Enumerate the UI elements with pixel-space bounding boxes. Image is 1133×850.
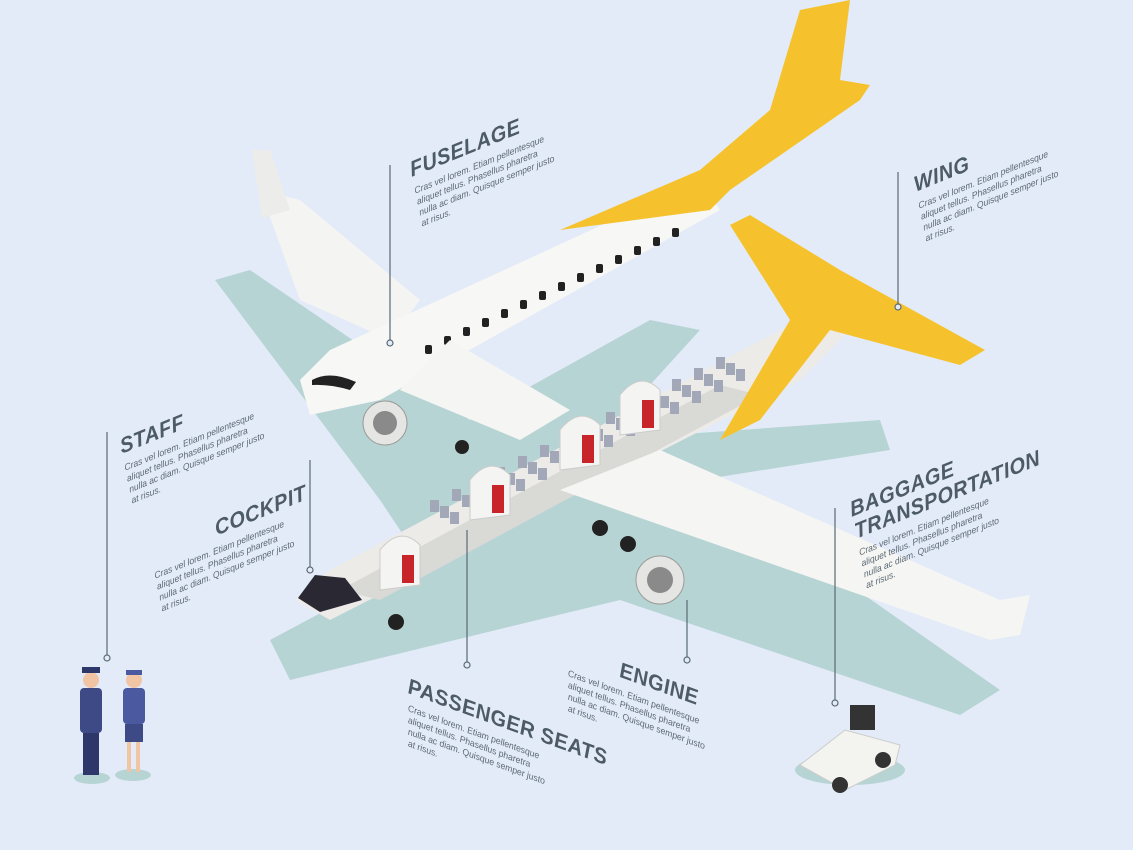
window bbox=[425, 345, 432, 354]
seat bbox=[714, 380, 723, 392]
leader-dot bbox=[894, 303, 902, 311]
window bbox=[501, 309, 508, 318]
window bbox=[520, 300, 527, 309]
engine-right-fan bbox=[647, 567, 673, 593]
leader-dot bbox=[386, 339, 394, 347]
upper-fuselage bbox=[300, 180, 720, 415]
leader-dot bbox=[306, 566, 314, 574]
partition-curtain bbox=[582, 435, 594, 463]
seat bbox=[518, 456, 527, 468]
seat bbox=[606, 412, 615, 424]
window bbox=[634, 246, 641, 255]
seat bbox=[516, 479, 525, 491]
tail-stabilizer bbox=[720, 215, 985, 440]
window bbox=[482, 318, 489, 327]
upper-fuselage-tail bbox=[560, 0, 870, 230]
seat bbox=[692, 391, 701, 403]
cockpit-nose bbox=[298, 575, 362, 612]
window bbox=[539, 291, 546, 300]
partition-curtain bbox=[492, 485, 504, 513]
staff-figures bbox=[74, 667, 151, 784]
seat bbox=[528, 462, 537, 474]
leader-dot bbox=[103, 654, 111, 662]
partition-curtain bbox=[642, 400, 654, 428]
seat bbox=[540, 445, 549, 457]
seat bbox=[672, 379, 681, 391]
seat bbox=[538, 468, 547, 480]
seat bbox=[660, 396, 669, 408]
seat bbox=[670, 402, 679, 414]
seat bbox=[430, 500, 439, 512]
cabin-floor bbox=[340, 385, 760, 600]
tail-fin-left bbox=[252, 150, 290, 218]
seat bbox=[452, 489, 461, 501]
seat bbox=[440, 506, 449, 518]
seat bbox=[716, 357, 725, 369]
right-wing bbox=[560, 450, 1030, 640]
leader-dot bbox=[463, 661, 471, 669]
seat bbox=[450, 512, 459, 524]
baggage-cart bbox=[795, 705, 905, 793]
seat bbox=[736, 369, 745, 381]
seat bbox=[462, 495, 471, 507]
window bbox=[596, 264, 603, 273]
upper-wing-left bbox=[260, 190, 420, 340]
seat bbox=[682, 385, 691, 397]
leader-dot bbox=[683, 656, 691, 664]
seat bbox=[604, 435, 613, 447]
engine-left-fan bbox=[373, 411, 397, 435]
seat bbox=[726, 363, 735, 375]
window bbox=[615, 255, 622, 264]
window bbox=[672, 228, 679, 237]
seat bbox=[694, 368, 703, 380]
window-row bbox=[425, 228, 679, 354]
window bbox=[577, 273, 584, 282]
window bbox=[463, 327, 470, 336]
cockpit-window bbox=[312, 375, 356, 390]
passenger-seats bbox=[379, 357, 745, 591]
seat bbox=[550, 451, 559, 463]
left-wing-lower bbox=[400, 340, 570, 440]
leader-dot bbox=[831, 699, 839, 707]
window bbox=[653, 237, 660, 246]
seat bbox=[704, 374, 713, 386]
window bbox=[558, 282, 565, 291]
landing-gear bbox=[388, 440, 636, 630]
partition-curtain bbox=[402, 555, 414, 583]
